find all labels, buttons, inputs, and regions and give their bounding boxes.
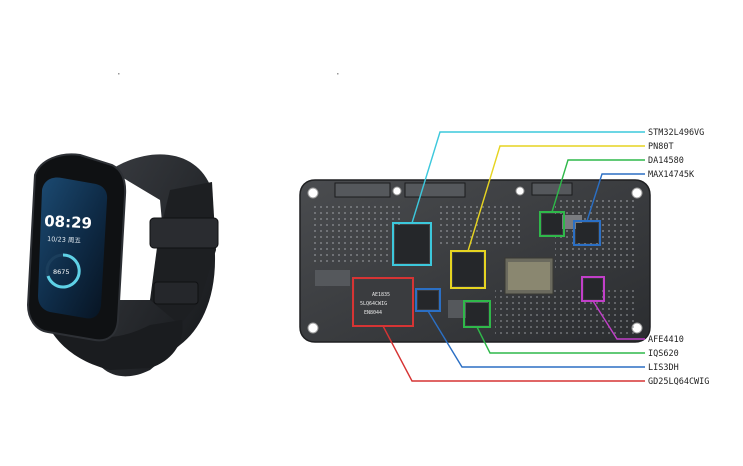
callout-labels: STM32L496VG PN80T DA14580 MAX14745K AFE4… <box>648 128 709 387</box>
leader-gd25lq64cwig <box>382 325 645 382</box>
flash-marking-2: 5LQ64CWIG <box>360 301 387 307</box>
leader-da14580 <box>551 159 645 213</box>
band-keeper <box>153 281 199 305</box>
chip-gd25lq64 <box>355 280 411 324</box>
label-da14580: DA14580 <box>648 156 684 166</box>
label-max14745k: MAX14745K <box>648 170 695 180</box>
chip-stm32 <box>395 225 429 263</box>
label-pn80t: PN80T <box>648 142 674 152</box>
speck <box>337 73 339 75</box>
solder-field <box>495 290 635 335</box>
solder-field <box>312 205 402 265</box>
chip-da14580 <box>542 214 562 234</box>
band-steps: 8675 <box>53 268 70 276</box>
chip-pn80t <box>453 253 483 286</box>
leader-iqs620 <box>476 326 645 354</box>
chip-iqs620 <box>466 303 488 325</box>
speck <box>118 73 120 75</box>
component <box>315 270 350 286</box>
chip-lis3dh <box>418 291 438 309</box>
chip-afe4410 <box>584 279 602 299</box>
mount-hole <box>392 186 402 196</box>
label-iqs620: IQS620 <box>648 349 679 359</box>
chip-max14745k <box>576 223 598 243</box>
label-lis3dh: LIS3DH <box>648 363 679 373</box>
flash-marking-1: AE1835 <box>372 292 390 298</box>
band-strap-front <box>40 300 183 370</box>
battery-pad-inner <box>508 262 550 290</box>
label-gd25lq64cwig: GD25LQ64CWIG <box>648 377 709 387</box>
mount-hole <box>515 186 525 196</box>
label-stm32l496vg: STM32L496VG <box>648 128 704 138</box>
leader-afe4410 <box>592 300 645 340</box>
pcb-board: AE1835 5LQ64CWIG EN8044 <box>299 179 651 343</box>
leader-lis3dh <box>427 310 645 368</box>
band-buckle <box>149 217 219 249</box>
fitness-band: 08:29 10/23 周五 8675 <box>26 153 219 377</box>
fpc-connector <box>531 182 573 196</box>
label-afe4410: AFE4410 <box>648 335 684 345</box>
band-time: 08:29 <box>44 212 93 232</box>
leader-lines <box>382 131 645 382</box>
fpc-connector <box>404 182 466 198</box>
band-date: 10/23 周五 <box>47 235 82 245</box>
mount-hole <box>307 187 319 199</box>
mount-hole <box>631 187 643 199</box>
mount-hole <box>307 322 319 334</box>
fpc-connector <box>334 182 391 198</box>
leader-pn80t <box>467 145 645 252</box>
leader-max14745k <box>586 173 645 222</box>
band-step-ring-progress <box>46 253 81 289</box>
leader-stm32l496vg <box>411 131 645 224</box>
flash-marking-3: EN8044 <box>364 310 382 316</box>
band-screen <box>38 177 108 319</box>
